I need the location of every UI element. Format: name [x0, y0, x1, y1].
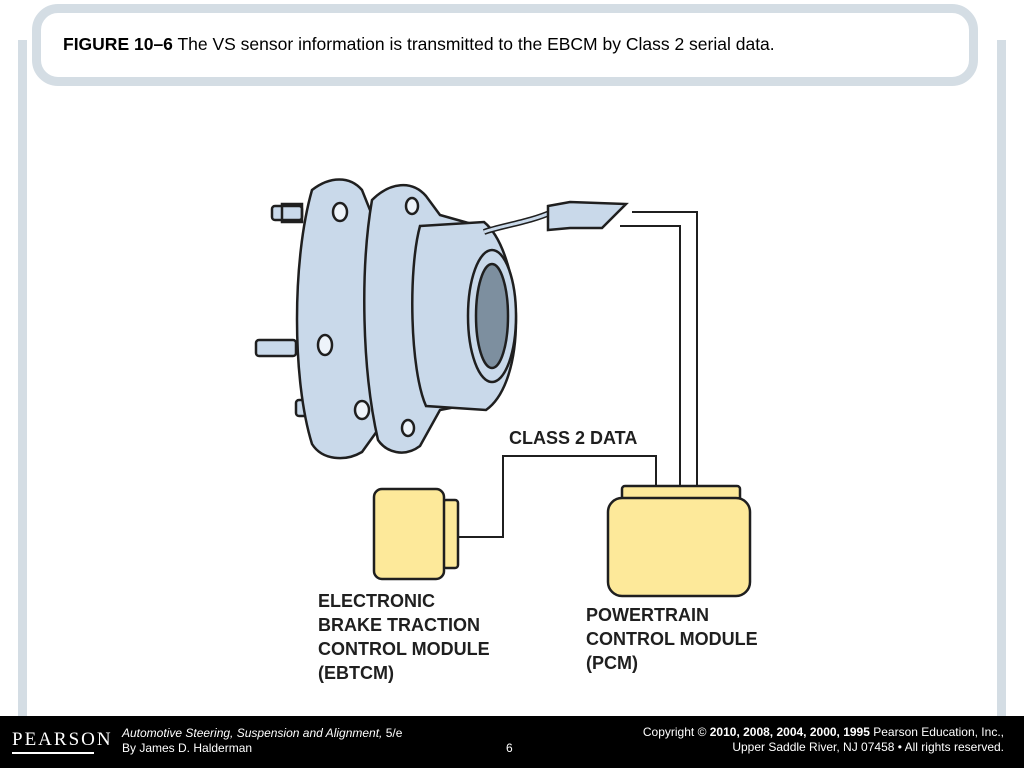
pcm-wire-inner [620, 225, 681, 486]
pcm-label-line-2: CONTROL MODULE [586, 629, 758, 649]
figure-caption: FIGURE 10–6 The VS sensor information is… [63, 34, 775, 55]
wheel-speed-sensor-diagram: CLASS 2 DATA ELECTRONIC BRAKE TRACTION C… [254, 178, 758, 683]
title-inner-border [51, 19, 959, 71]
mount-bolt-hole-top [404, 196, 420, 216]
class2-data-wire [459, 455, 657, 538]
flange-bolt-hole-3 [353, 399, 371, 421]
ebtcm-label-line-1: ELECTRONIC [318, 591, 435, 611]
book-title: Automotive Steering, Suspension and Alig… [122, 726, 383, 740]
pearson-logo: PEARSON [12, 729, 113, 750]
pcm-label-line-3: (PCM) [586, 653, 638, 673]
copyright-years: 2010, 2008, 2004, 2000, 1995 [709, 725, 870, 739]
copyright-holder: Pearson Education, Inc., [869, 725, 1004, 739]
ebtcm-module [372, 487, 460, 581]
wheel-stud-top [270, 202, 304, 224]
class2-data-label: CLASS 2 DATA [509, 428, 637, 448]
pcm-label: POWERTRAIN CONTROL MODULE (PCM) [586, 605, 758, 673]
wheel-flange [295, 178, 387, 460]
book-edition: 5/e [382, 726, 403, 740]
sensor-connector [546, 200, 629, 232]
slide-frame [18, 40, 1006, 716]
copyright-notice: Copyright © 2010, 2008, 2004, 2000, 1995… [643, 725, 1004, 755]
copyright-prefix: Copyright © [642, 725, 710, 739]
page-number: 6 [506, 741, 513, 755]
copyright-address: Upper Saddle River, NJ 07458 • All right… [732, 740, 1004, 754]
pcm-wire-outer [632, 211, 698, 486]
figure-label: FIGURE 10–6 [63, 34, 173, 54]
ebtcm-label-line-2: BRAKE TRACTION [318, 615, 480, 635]
pcm-module [606, 484, 752, 598]
logo-underline [12, 752, 94, 754]
ebtcm-label-line-4: (EBTCM) [318, 663, 394, 683]
ebtcm-label-line-3: CONTROL MODULE [318, 639, 490, 659]
pcm-label-line-1: POWERTRAIN [586, 605, 709, 625]
book-author: By James D. Halderman [122, 741, 253, 755]
hub-bore-inner [474, 262, 510, 370]
caption-text: The VS sensor information is transmitted… [172, 34, 775, 54]
title-box [32, 4, 978, 86]
wheel-stud-middle [254, 338, 298, 358]
ebtcm-label: ELECTRONIC BRAKE TRACTION CONTROL MODULE… [318, 591, 490, 683]
flange-bolt-hole-1 [331, 201, 349, 223]
flange-bolt-hole-2 [316, 333, 334, 357]
book-credit: Automotive Steering, Suspension and Alig… [122, 726, 402, 756]
footer-bar: PEARSON Automotive Steering, Suspension … [0, 716, 1024, 768]
mount-bolt-hole-bottom [400, 418, 416, 438]
